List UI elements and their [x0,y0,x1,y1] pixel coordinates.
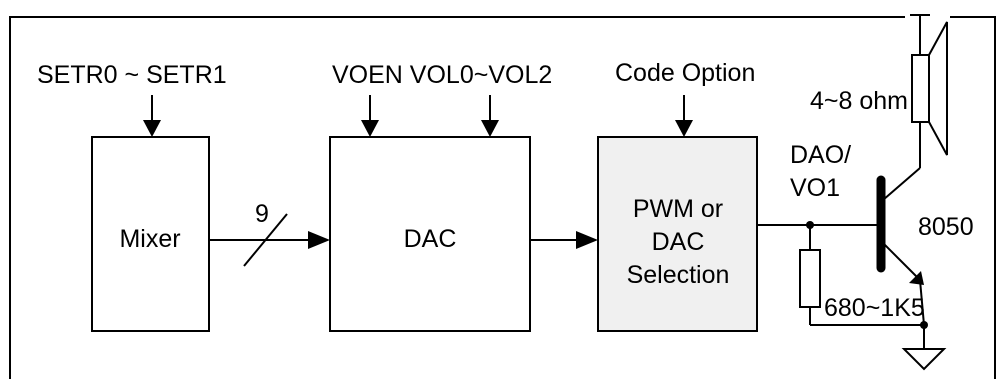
ground-symbol [901,325,947,371]
speaker-icon [910,14,948,156]
speaker-label: 4~8 ohm [810,87,908,115]
setr-arrow [143,95,161,137]
pwm-label-line1: PWM or [633,195,723,223]
dac-block [329,136,531,332]
voen-arrow [361,95,379,137]
mixer-label: Mixer [119,225,180,253]
node-label-line1: DAO/ [790,141,851,169]
vol-arrow [481,95,499,137]
code-option-arrow [675,95,693,137]
resistor [799,249,821,308]
diagram-frame [9,16,905,379]
pwm-label-line3: Selection [627,261,730,289]
transistor-emitter [882,242,921,281]
mixer-block [91,136,210,332]
code-option-label: Code Option [615,59,755,87]
emitter-arrowhead [909,271,924,285]
pwm-label-line2: DAC [652,228,705,256]
transistor-collector [882,167,921,201]
mixer-to-dac-bus [209,213,330,267]
node-label-line2: VO1 [790,174,840,202]
bus-width-label: 9 [255,200,269,228]
transistor-label: 8050 [918,213,974,241]
dac-to-pwm-arrow [530,231,598,249]
pwm-dac-selection-block [597,136,758,332]
dac-label: DAC [404,225,457,253]
voen-vol-label: VOEN VOL0~VOL2 [332,61,552,89]
diagram-frame-right [950,16,996,379]
setr-label: SETR0 ~ SETR1 [37,61,227,89]
resistor-label: 680~1K5 [824,294,925,322]
emitter-wire [919,279,925,326]
